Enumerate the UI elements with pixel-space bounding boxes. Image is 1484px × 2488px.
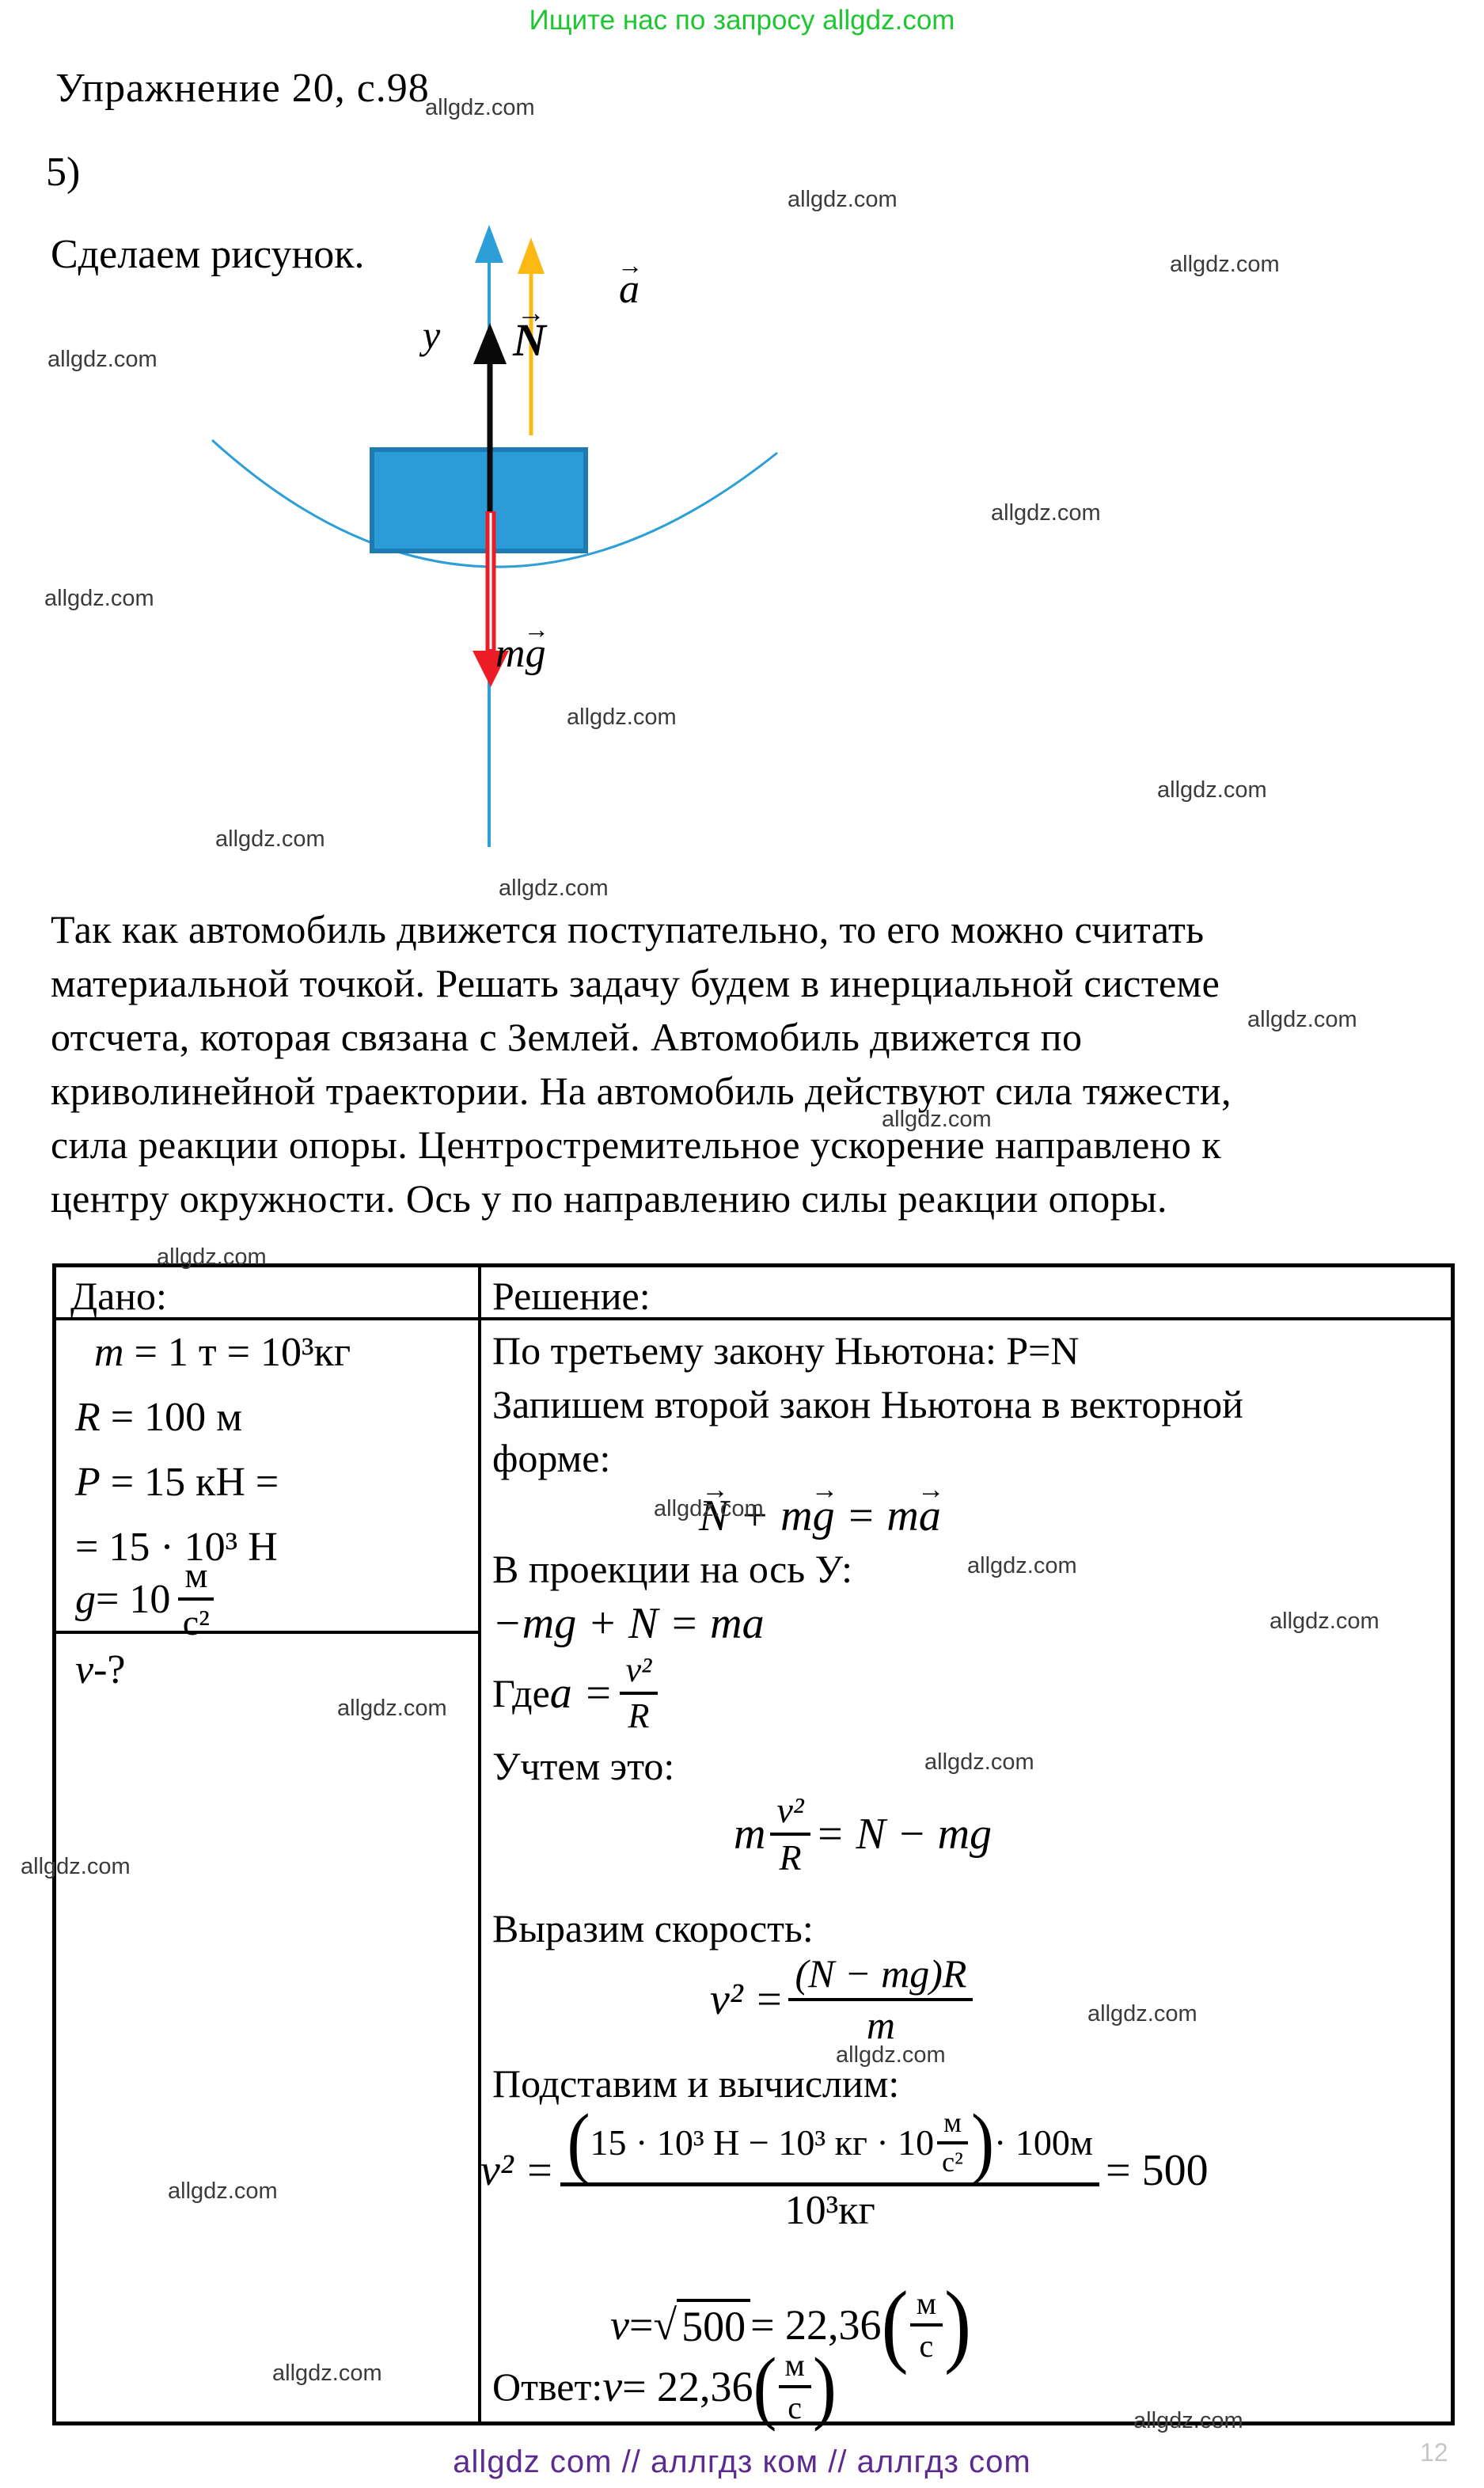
watermark: allgdz.com (337, 1696, 447, 1721)
watermark: allgdz.com (1247, 1007, 1357, 1032)
given-weight: P = 15 кН = (75, 1460, 279, 1505)
force-diagram (211, 225, 778, 847)
formula-vsquared: v² = (N − mg)R m (710, 1953, 974, 2045)
given-gravity: g = 10 м с² (75, 1555, 214, 1643)
axis-label-y: y (423, 313, 441, 357)
gravity-force-arrowhead (473, 651, 509, 687)
force-arrowhead-black (473, 323, 507, 364)
given-header: Дано: (70, 1274, 167, 1318)
paragraph-line: сила реакции опоры. Центростремительное … (51, 1122, 1221, 1167)
solution-line-1: По третьему закону Ньютона: P=N (492, 1328, 1080, 1373)
acceleration-label: a (619, 266, 640, 313)
watermark: allgdz.com (21, 1854, 131, 1879)
watermark: allgdz.com (272, 2361, 382, 2386)
find-velocity: v-? (75, 1647, 126, 1692)
given-weight-converted: = 15 · 10³ Н (75, 1525, 278, 1570)
solution-line-3: форме: (492, 1436, 611, 1480)
formula-newton-vector: N + mg = ma (699, 1491, 941, 1541)
solution-table: Дано: m = 1 т = 10³кг R = 100 м P = 15 к… (52, 1263, 1455, 2432)
given-separator (56, 1631, 478, 1634)
watermark: allgdz.com (991, 500, 1101, 526)
paragraph-line: Так как автомобиль движется поступательн… (51, 907, 1205, 952)
watermark: allgdz.com (836, 2042, 946, 2068)
paragraph-line: материальной точкой. Решать задачу будем… (51, 961, 1220, 1005)
page-title: Упражнение 20, с.98 (55, 66, 430, 111)
given-radius: R = 100 м (75, 1395, 242, 1440)
watermark: allgdz.com (882, 1107, 992, 1132)
watermark: allgdz.com (44, 586, 154, 611)
solution-line-7: Подставим и вычислим: (492, 2061, 900, 2106)
watermark: allgdz.com (967, 1553, 1077, 1578)
normal-force-arrowhead (518, 237, 545, 274)
watermark: allgdz.com (1170, 252, 1280, 277)
normal-force-label: N (513, 313, 546, 367)
solution-header: Решение: (492, 1274, 651, 1318)
y-axis-arrowhead (475, 225, 503, 263)
formula-calculation: v² = ( 15 · 10³ Н − 10³ кг · 10 м с² ) ·… (480, 2098, 1209, 2233)
answer-line: Ответ: v = 22,36 ( м с ) (492, 2342, 837, 2432)
header-separator (56, 1317, 1451, 1320)
page-number-fragment: 12 (1420, 2438, 1448, 2467)
watermark: allgdz.com (499, 876, 609, 901)
watermark: allgdz.com (1157, 777, 1267, 803)
watermark: allgdz.com (567, 705, 677, 730)
formula-combined: m v² R = N − mg (734, 1790, 992, 1878)
watermark: allgdz.com (1133, 2408, 1243, 2433)
watermark: allgdz.com (168, 2178, 278, 2204)
solution-line-5: Учтем это: (492, 1744, 675, 1788)
column-divider (478, 1267, 481, 2422)
watermark: allgdz.com (1270, 1609, 1380, 1634)
solution-line-2: Запишем второй закон Ньютона в векторной (492, 1382, 1243, 1426)
item-number: 5) (46, 150, 81, 195)
intro-text: Сделаем рисунок. (51, 232, 365, 277)
search-banner: Ищите нас по запросу allgdz.com (529, 5, 955, 36)
formula-acceleration: Где a = v² R (492, 1651, 659, 1734)
paragraph-line: криволинейной траектории. На автомобиль … (51, 1069, 1232, 1113)
gravity-label: mg (495, 630, 546, 677)
solution-line-6: Выразим скорость: (492, 1906, 814, 1951)
watermark: allgdz.com (654, 1496, 764, 1521)
watermark: allgdz.com (215, 826, 325, 852)
explanation-paragraph: Так как автомобиль движется поступательн… (51, 902, 1232, 1225)
paragraph-line: центру окружности. Ось у по направлению … (51, 1176, 1167, 1221)
watermark: allgdz.com (425, 95, 535, 120)
paragraph-line: отсчета, которая связана с Землей. Автом… (51, 1015, 1083, 1059)
car-rect (370, 447, 588, 553)
given-mass: m = 1 т = 10³кг (94, 1330, 351, 1375)
watermark: allgdz.com (47, 347, 158, 372)
solution-line-4: В проекции на ось У: (492, 1547, 853, 1591)
formula-projection: −mg + N = ma (492, 1599, 765, 1648)
footer-links: allgdz com // аллгдз ком // аллгдз com (453, 2444, 1031, 2479)
watermark: allgdz.com (788, 187, 898, 212)
watermark: allgdz.com (1087, 2001, 1197, 2026)
formula-root: v = √ 500 = 22,36 ( м с ) (610, 2273, 972, 2376)
watermark: allgdz.com (157, 1244, 267, 1270)
watermark: allgdz.com (924, 1749, 1034, 1775)
